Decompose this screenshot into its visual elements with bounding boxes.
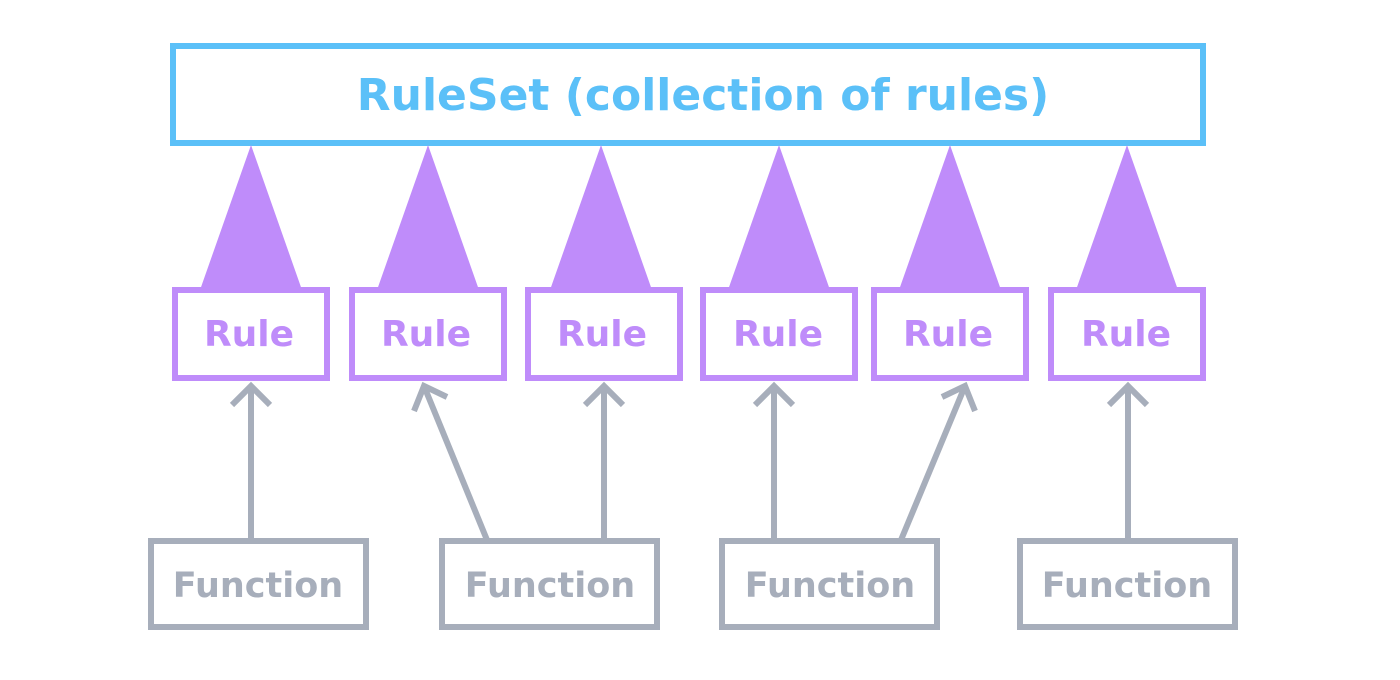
function-box xyxy=(439,538,660,630)
purple-triangle-arrow-icon xyxy=(1076,145,1178,290)
rule-box xyxy=(1048,287,1206,381)
rule-box xyxy=(871,287,1029,381)
function-label: Function xyxy=(745,566,915,606)
purple-triangle-arrow-icon xyxy=(200,145,302,290)
rule-node: Rule xyxy=(871,287,1029,381)
rule-box xyxy=(349,287,507,381)
rule-label: Rule xyxy=(557,314,647,355)
purple-triangle-arrow-icon xyxy=(377,145,479,290)
rule-node: Rule xyxy=(700,287,858,381)
rule-label: Rule xyxy=(903,314,993,355)
rule-box xyxy=(525,287,683,381)
rule-label: Rule xyxy=(1081,314,1171,355)
rule-label: Rule xyxy=(204,314,294,355)
rule-node: Rule xyxy=(525,287,683,381)
gray-line-arrow-icon xyxy=(1106,381,1150,540)
rule-node: Rule xyxy=(349,287,507,381)
gray-line-arrow-icon xyxy=(411,381,490,542)
rule-label: Rule xyxy=(381,314,471,355)
purple-triangle-arrow-icon xyxy=(550,145,652,290)
function-box xyxy=(1017,538,1238,630)
rule-nodes: Rule Rule Rule Rule Rule Rule xyxy=(172,287,1206,381)
gray-line-arrow-icon xyxy=(229,381,273,540)
rule-box xyxy=(172,287,330,381)
rule-node: Rule xyxy=(1048,287,1206,381)
gray-line-arrow-icon xyxy=(752,381,796,540)
rule-to-ruleset-arrows xyxy=(200,145,1178,290)
rule-box xyxy=(700,287,858,381)
function-label: Function xyxy=(173,566,343,606)
ruleset-node: RuleSet (collection of rules) xyxy=(170,43,1206,146)
function-node: Function xyxy=(719,538,940,630)
function-box xyxy=(148,538,369,630)
purple-triangle-arrow-icon xyxy=(728,145,830,290)
rule-label: Rule xyxy=(733,314,823,355)
ruleset-box xyxy=(170,43,1206,146)
ruleset-label: RuleSet (collection of rules) xyxy=(357,70,1049,121)
function-to-rule-arrows xyxy=(229,381,1150,542)
function-node: Function xyxy=(439,538,660,630)
function-node: Function xyxy=(148,538,369,630)
rule-node: Rule xyxy=(172,287,330,381)
gray-line-arrow-icon xyxy=(898,381,978,542)
function-label: Function xyxy=(465,566,635,606)
function-label: Function xyxy=(1042,566,1212,606)
function-box xyxy=(719,538,940,630)
function-node: Function xyxy=(1017,538,1238,630)
gray-line-arrow-icon xyxy=(582,381,626,540)
function-nodes: Function Function Function Function xyxy=(148,538,1238,630)
purple-triangle-arrow-icon xyxy=(899,145,1001,290)
